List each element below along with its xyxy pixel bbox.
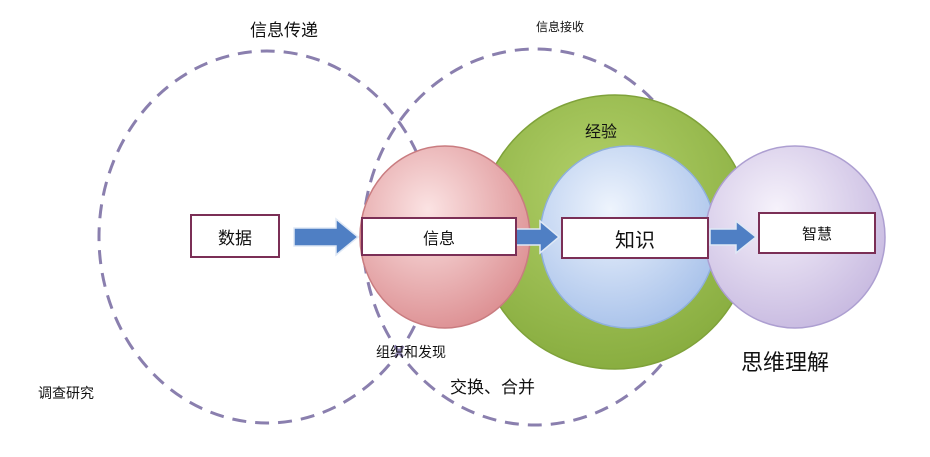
knowledge-node: 知识 [561, 217, 709, 259]
arrow-knowledge-to-wisdom [709, 219, 758, 255]
arrow-information-to-knowledge [515, 219, 561, 255]
organize-discover-label: 组织和发现 [376, 345, 446, 361]
wisdom-node-label: 智慧 [801, 224, 832, 243]
info-transfer-label: 信息传递 [250, 21, 318, 41]
information-node-label: 信息 [422, 228, 455, 248]
knowledge-node-label: 知识 [615, 227, 655, 252]
data-node-label: 数据 [218, 228, 252, 249]
information-node: 信息 [361, 217, 517, 256]
thinking-label: 思维理解 [741, 351, 830, 376]
wisdom-node: 智慧 [758, 212, 876, 254]
data-node: 数据 [190, 214, 280, 258]
research-label: 调查研究 [38, 386, 94, 402]
arrow-data-to-information [293, 217, 360, 257]
experience-label: 经验 [585, 122, 618, 141]
exchange-merge-label: 交换、合并 [450, 378, 535, 398]
info-receive-label: 信息接收 [536, 20, 585, 34]
